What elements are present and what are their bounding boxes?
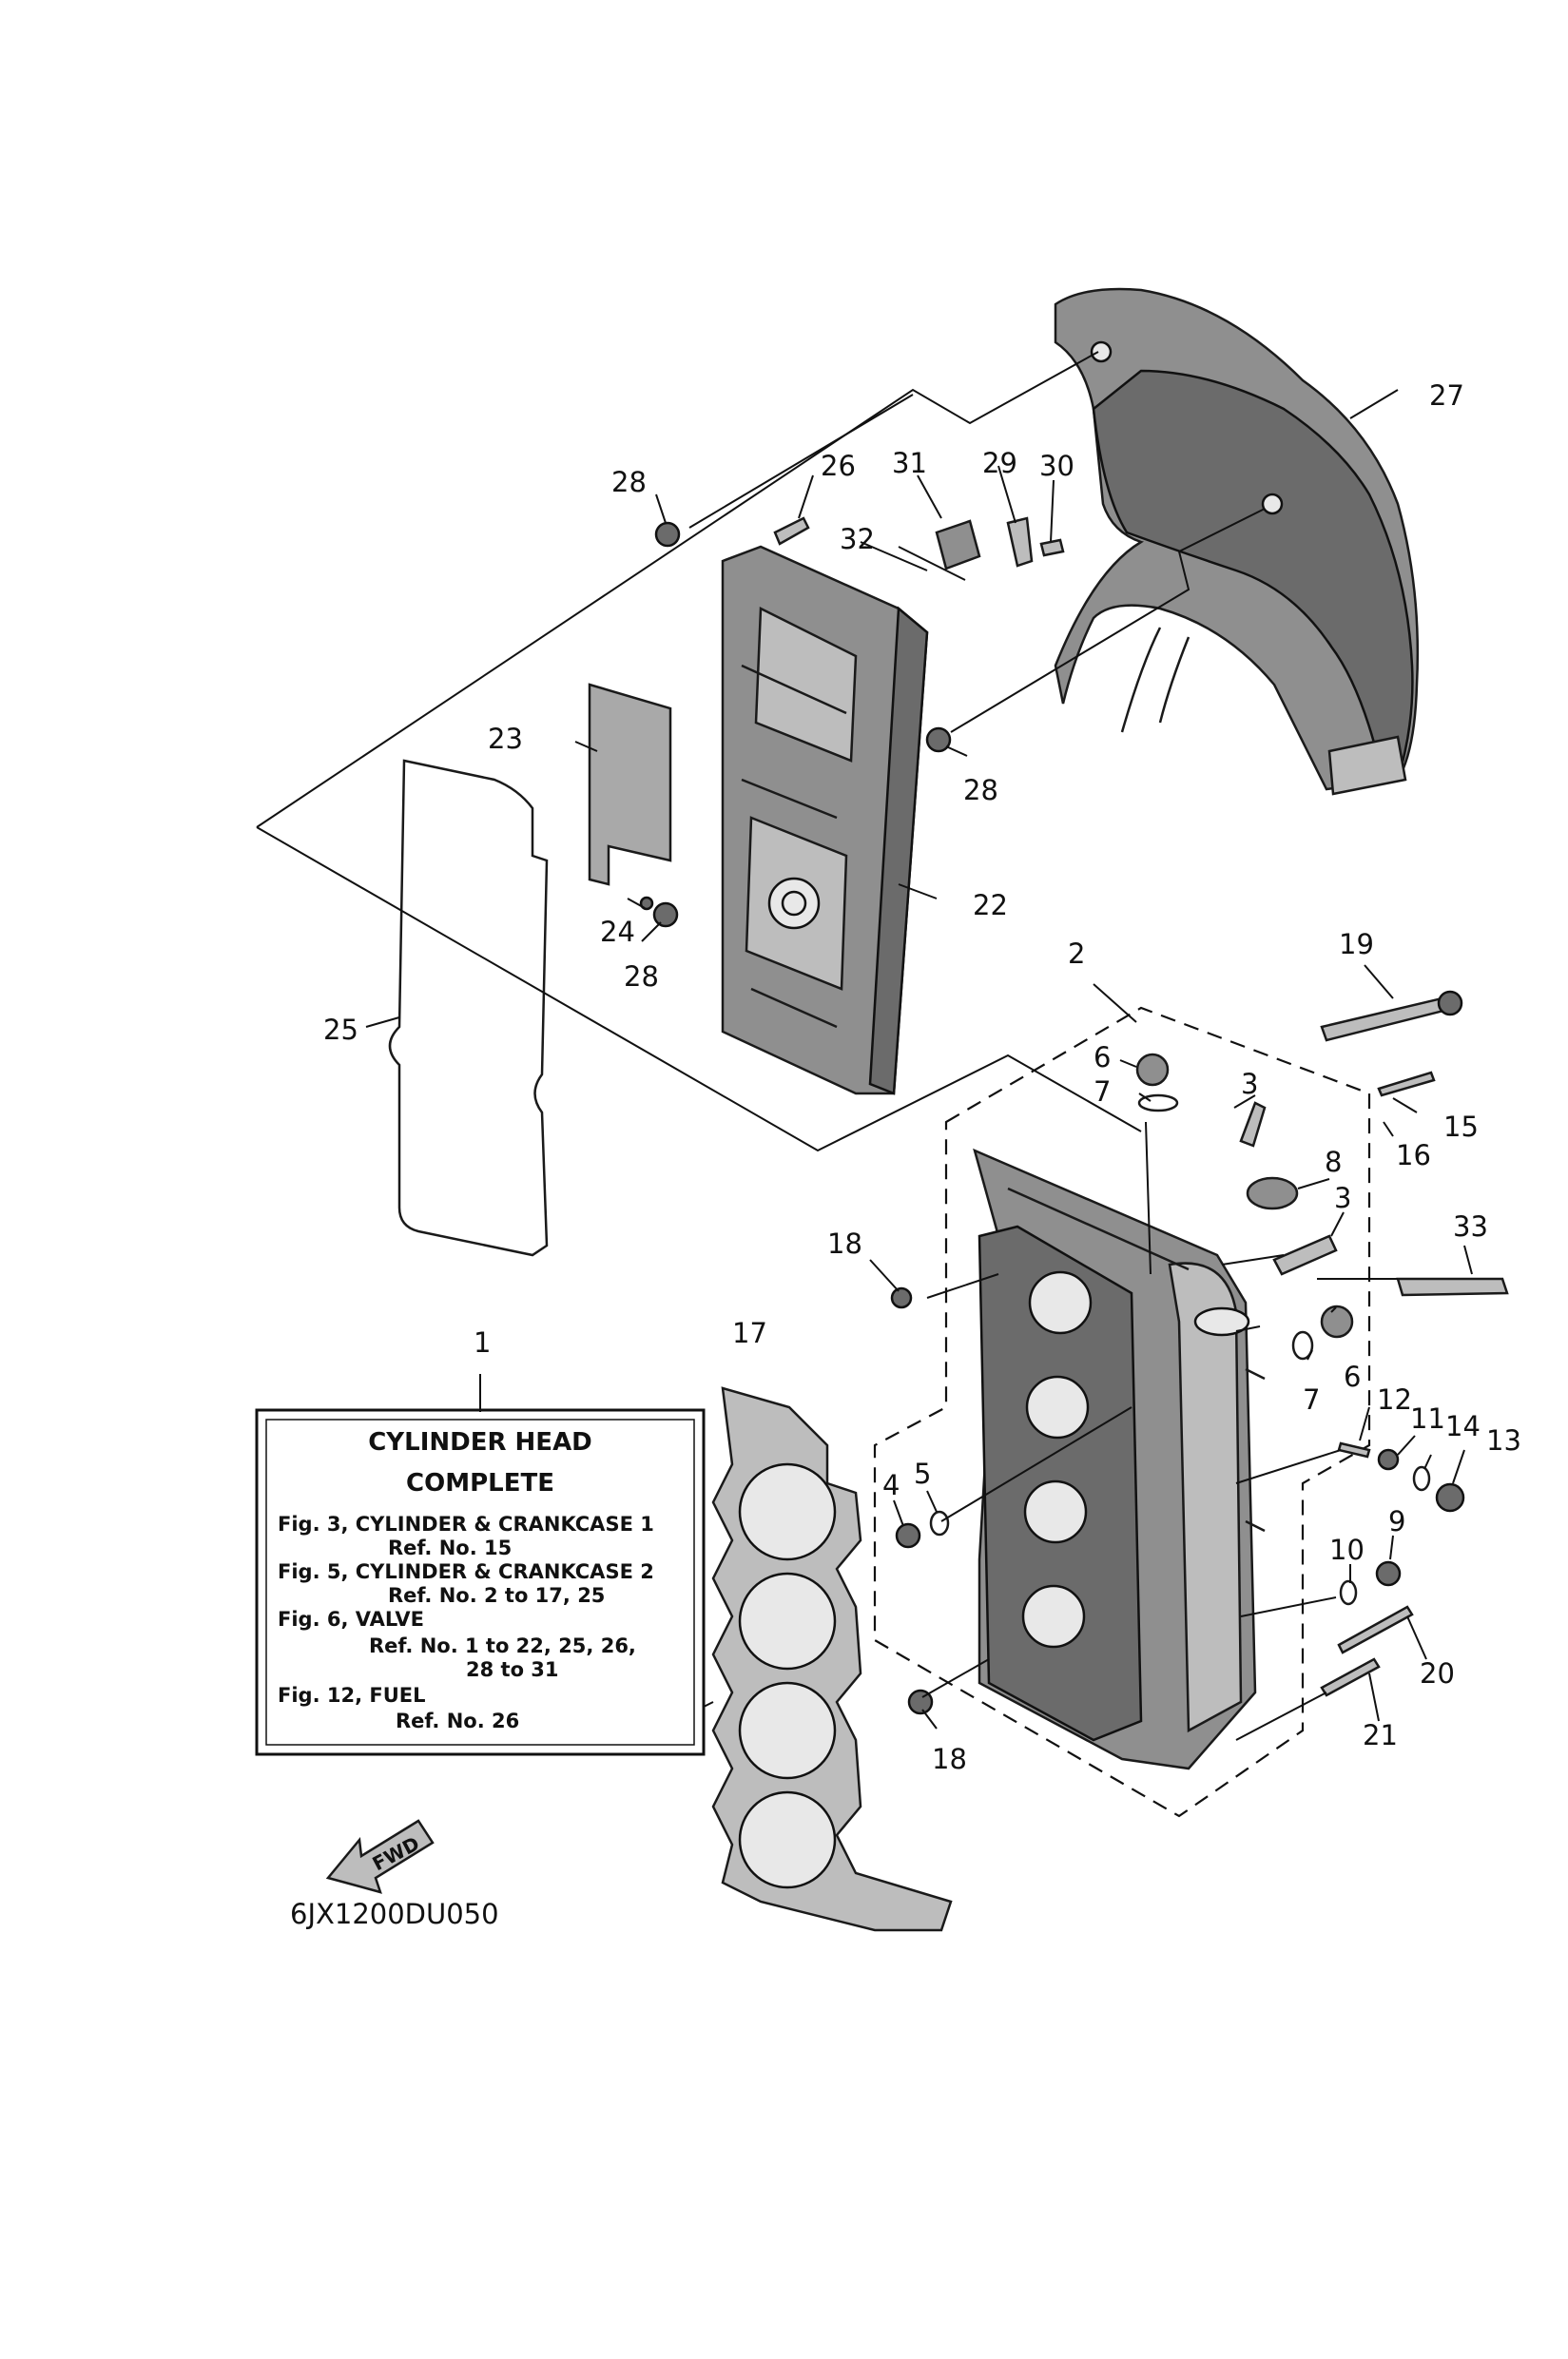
callout-6-right: 6 [1344, 1361, 1361, 1393]
callout-16: 16 [1396, 1139, 1431, 1171]
box-line-9: Ref. No. 26 [396, 1710, 519, 1732]
callout-19: 19 [1339, 928, 1374, 960]
cap-31 [935, 519, 981, 570]
box-line-3: Fig. 5, CYLINDER & CRANKCASE 2 [278, 1560, 654, 1583]
callout-3-mid: 3 [1334, 1182, 1351, 1214]
bolt-20 [1337, 1605, 1414, 1654]
screw-12 [1337, 1441, 1371, 1459]
callout-28-mid: 28 [963, 774, 998, 806]
callout-32: 32 [840, 523, 875, 555]
plug-18b [907, 1689, 934, 1715]
oring-7a [1137, 1093, 1179, 1112]
plug-11 [1377, 1448, 1400, 1471]
callout-17: 17 [732, 1317, 767, 1349]
bolt-28a [654, 521, 681, 548]
callout-5: 5 [914, 1458, 931, 1490]
box-line-6: Ref. No. 1 to 22, 25, 26, [369, 1634, 636, 1657]
cover-part-27 [1054, 287, 1420, 796]
small-parts-right [890, 990, 1509, 1715]
screw-30 [1039, 538, 1065, 557]
callout-12: 12 [1377, 1383, 1412, 1416]
screw-24 [639, 896, 654, 911]
bracket-29 [1006, 516, 1034, 568]
callout-2: 2 [1068, 938, 1085, 970]
plug-13 [1435, 1482, 1465, 1513]
leader-lines [256, 351, 1473, 1741]
callout-14: 14 [1445, 1410, 1481, 1442]
stud-15 [1377, 1071, 1436, 1097]
head-cover-part-22 [721, 545, 929, 1095]
callout-29: 29 [982, 447, 1017, 479]
box-line-8: Fig. 12, FUEL [278, 1684, 426, 1707]
pin-3b [1272, 1234, 1338, 1276]
plug-9 [1375, 1560, 1402, 1587]
sparkplug-33 [1396, 1277, 1509, 1297]
box-line-2: Ref. No. 15 [388, 1537, 512, 1559]
callout-7-top: 7 [1094, 1075, 1111, 1108]
box-title-line2: COMPLETE [406, 1469, 554, 1498]
callout-27: 27 [1429, 379, 1464, 412]
callout-numbers: 27 28 26 31 29 30 32 23 28 22 24 28 25 2… [323, 379, 1521, 1775]
callout-3-top: 3 [1241, 1068, 1258, 1100]
cap-8 [1246, 1176, 1299, 1210]
oring-14 [1412, 1465, 1431, 1492]
box-line-1: Fig. 3, CYLINDER & CRANKCASE 1 [278, 1513, 654, 1536]
callout-31: 31 [892, 447, 927, 479]
gasket-part-23 [588, 683, 672, 886]
cap-6b [1320, 1305, 1354, 1339]
group-2-boundary [873, 1006, 1371, 1818]
callout-10: 10 [1329, 1534, 1365, 1566]
callout-20: 20 [1420, 1657, 1455, 1690]
callout-22: 22 [973, 889, 1008, 921]
callout-15: 15 [1443, 1111, 1479, 1143]
cylinder-head-main [973, 1148, 1266, 1770]
callout-26: 26 [821, 450, 856, 482]
callout-28-low: 28 [624, 960, 659, 993]
plug-4 [895, 1522, 921, 1549]
callout-4: 4 [882, 1469, 900, 1501]
oring-7b [1291, 1330, 1314, 1361]
callout-18-low: 18 [932, 1743, 967, 1775]
pin-3a [1239, 1101, 1267, 1148]
box-title-line1: CYLINDER HEAD [368, 1428, 592, 1457]
fwd-arrow-icon: FWD [325, 1819, 435, 1894]
bolt-26 [773, 516, 810, 546]
cap-6a [1135, 1053, 1170, 1087]
callout-13: 13 [1486, 1424, 1521, 1457]
oring-5 [929, 1510, 950, 1537]
callout-1: 1 [474, 1326, 491, 1359]
callout-9: 9 [1388, 1505, 1405, 1537]
head-gasket-part-17 [711, 1386, 953, 1932]
pin-32 [898, 546, 966, 581]
seal-part-25 [388, 759, 549, 1257]
callout-6-top: 6 [1094, 1041, 1111, 1073]
callout-11: 11 [1410, 1402, 1445, 1435]
box-line-7: 28 to 31 [466, 1658, 559, 1681]
plug-18a [890, 1286, 913, 1309]
box-line-5: Fig. 6, VALVE [278, 1608, 424, 1631]
callout-7-right: 7 [1303, 1383, 1320, 1416]
box-line-4: Ref. No. 2 to 17, 25 [388, 1584, 605, 1607]
oring-10 [1339, 1579, 1358, 1606]
callout-28-top: 28 [611, 466, 647, 498]
callout-21: 21 [1363, 1719, 1398, 1751]
bolt-28b [925, 726, 952, 753]
callout-18-top: 18 [827, 1228, 862, 1260]
callout-25: 25 [323, 1014, 358, 1046]
diagram-code: 6JX1200DU050 [290, 1898, 499, 1930]
small-parts-top [639, 516, 1065, 928]
callout-8: 8 [1325, 1146, 1342, 1178]
callout-24: 24 [600, 916, 635, 948]
bolt-19 [1320, 995, 1457, 1042]
callout-23: 23 [488, 723, 523, 755]
callout-30: 30 [1039, 450, 1074, 482]
bolt-28c [652, 901, 679, 928]
callout-33: 33 [1453, 1210, 1488, 1243]
reference-info-box: CYLINDER HEAD COMPLETE Fig. 3, CYLINDER … [255, 1408, 706, 1756]
